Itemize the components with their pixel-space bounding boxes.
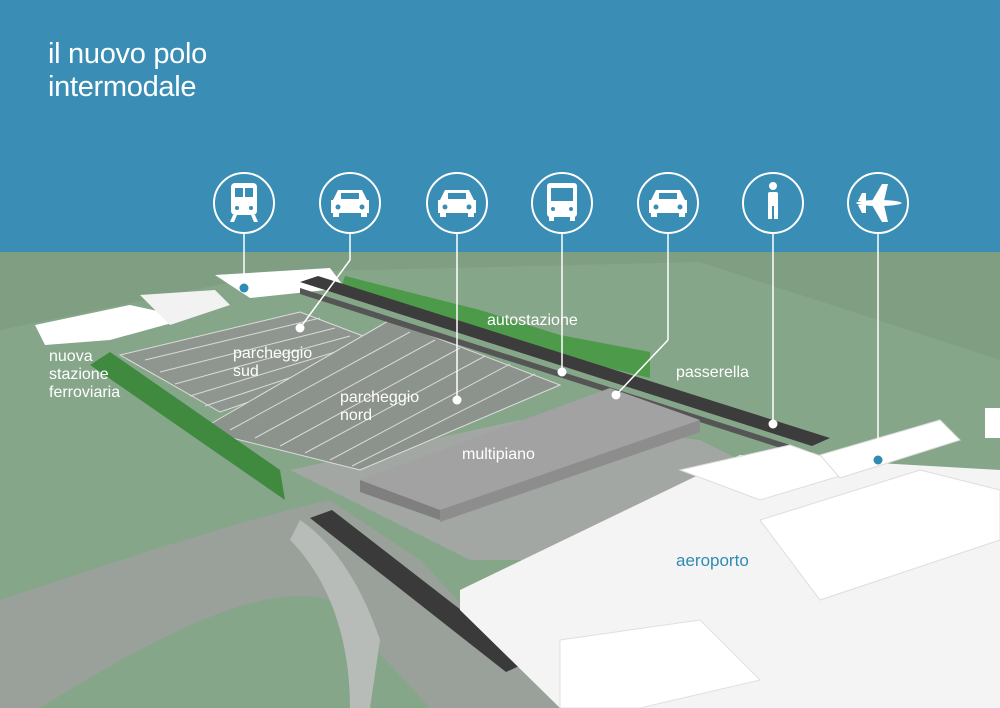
car-glyph-1 <box>331 190 369 217</box>
title-line-2: intermodale <box>48 71 197 103</box>
marker-train <box>239 283 249 293</box>
station-platform <box>35 305 190 345</box>
car-icon <box>319 172 381 234</box>
label-parcheggio-sud-line-2: sud <box>233 363 259 380</box>
airplane-icon <box>847 172 909 234</box>
road-ramp <box>290 520 380 708</box>
building-right <box>985 408 1000 438</box>
connector-lines <box>243 232 879 460</box>
multipiano-roof <box>360 388 700 510</box>
label-nuova-line-2: stazione <box>49 366 109 383</box>
marker-autostazione <box>557 367 567 377</box>
label-nuova-line-1: nuova <box>49 348 93 365</box>
train-icon <box>213 172 275 234</box>
label-nuova-stazione-ferroviaria: nuova stazione ferroviaria <box>49 348 120 402</box>
terminal-annex <box>819 419 961 479</box>
walkway-south <box>310 510 528 672</box>
multipiano-front <box>440 420 700 522</box>
label-autostazione: autostazione <box>487 312 578 329</box>
car-glyph-3 <box>649 190 687 217</box>
label-multipiano: multipiano <box>462 446 535 463</box>
label-passerella: passerella <box>676 364 749 381</box>
passerella-walkway <box>300 276 830 446</box>
terminal-roof-b <box>759 469 1000 601</box>
person-glyph <box>768 182 778 219</box>
marker-parcheggio-sud <box>295 323 305 333</box>
train-glyph <box>230 183 258 222</box>
road-network <box>0 500 560 708</box>
parcheggio-nord-stripes <box>229 331 536 467</box>
marker-passerella <box>768 419 778 429</box>
label-parcheggio-nord: parcheggio nord <box>340 389 419 425</box>
terminal-pier <box>559 619 761 708</box>
person-icon <box>742 172 804 234</box>
label-aeroporto: aeroporto <box>676 551 749 570</box>
page-title: il nuovo polo intermodale <box>48 38 207 104</box>
airplane-glyph <box>856 184 902 222</box>
car-icon <box>426 172 488 234</box>
title-line-1: il nuovo polo <box>48 38 207 70</box>
car-icon <box>637 172 699 234</box>
tree-row-north <box>340 276 650 378</box>
marker-parcheggio-nord <box>452 395 462 405</box>
multipiano-side <box>360 480 440 520</box>
parcheggio-nord-lot <box>198 319 562 471</box>
marker-multipiano <box>611 390 621 400</box>
bus-icon <box>531 172 593 234</box>
label-parcheggio-nord-line-2: nord <box>340 407 373 424</box>
label-parcheggio-nord-line-1: parcheggio <box>340 389 420 406</box>
station-concourse <box>140 290 230 325</box>
label-parcheggio-sud: parcheggio sud <box>233 345 312 381</box>
marker-aeroporto <box>873 455 883 465</box>
tree-row-south <box>90 352 285 500</box>
bus-glyph <box>547 183 577 221</box>
label-parcheggio-sud-line-1: parcheggio <box>233 345 313 362</box>
label-nuova-line-3: ferroviaria <box>49 384 121 401</box>
sky-background <box>0 0 1000 252</box>
car-glyph-2 <box>438 190 476 217</box>
